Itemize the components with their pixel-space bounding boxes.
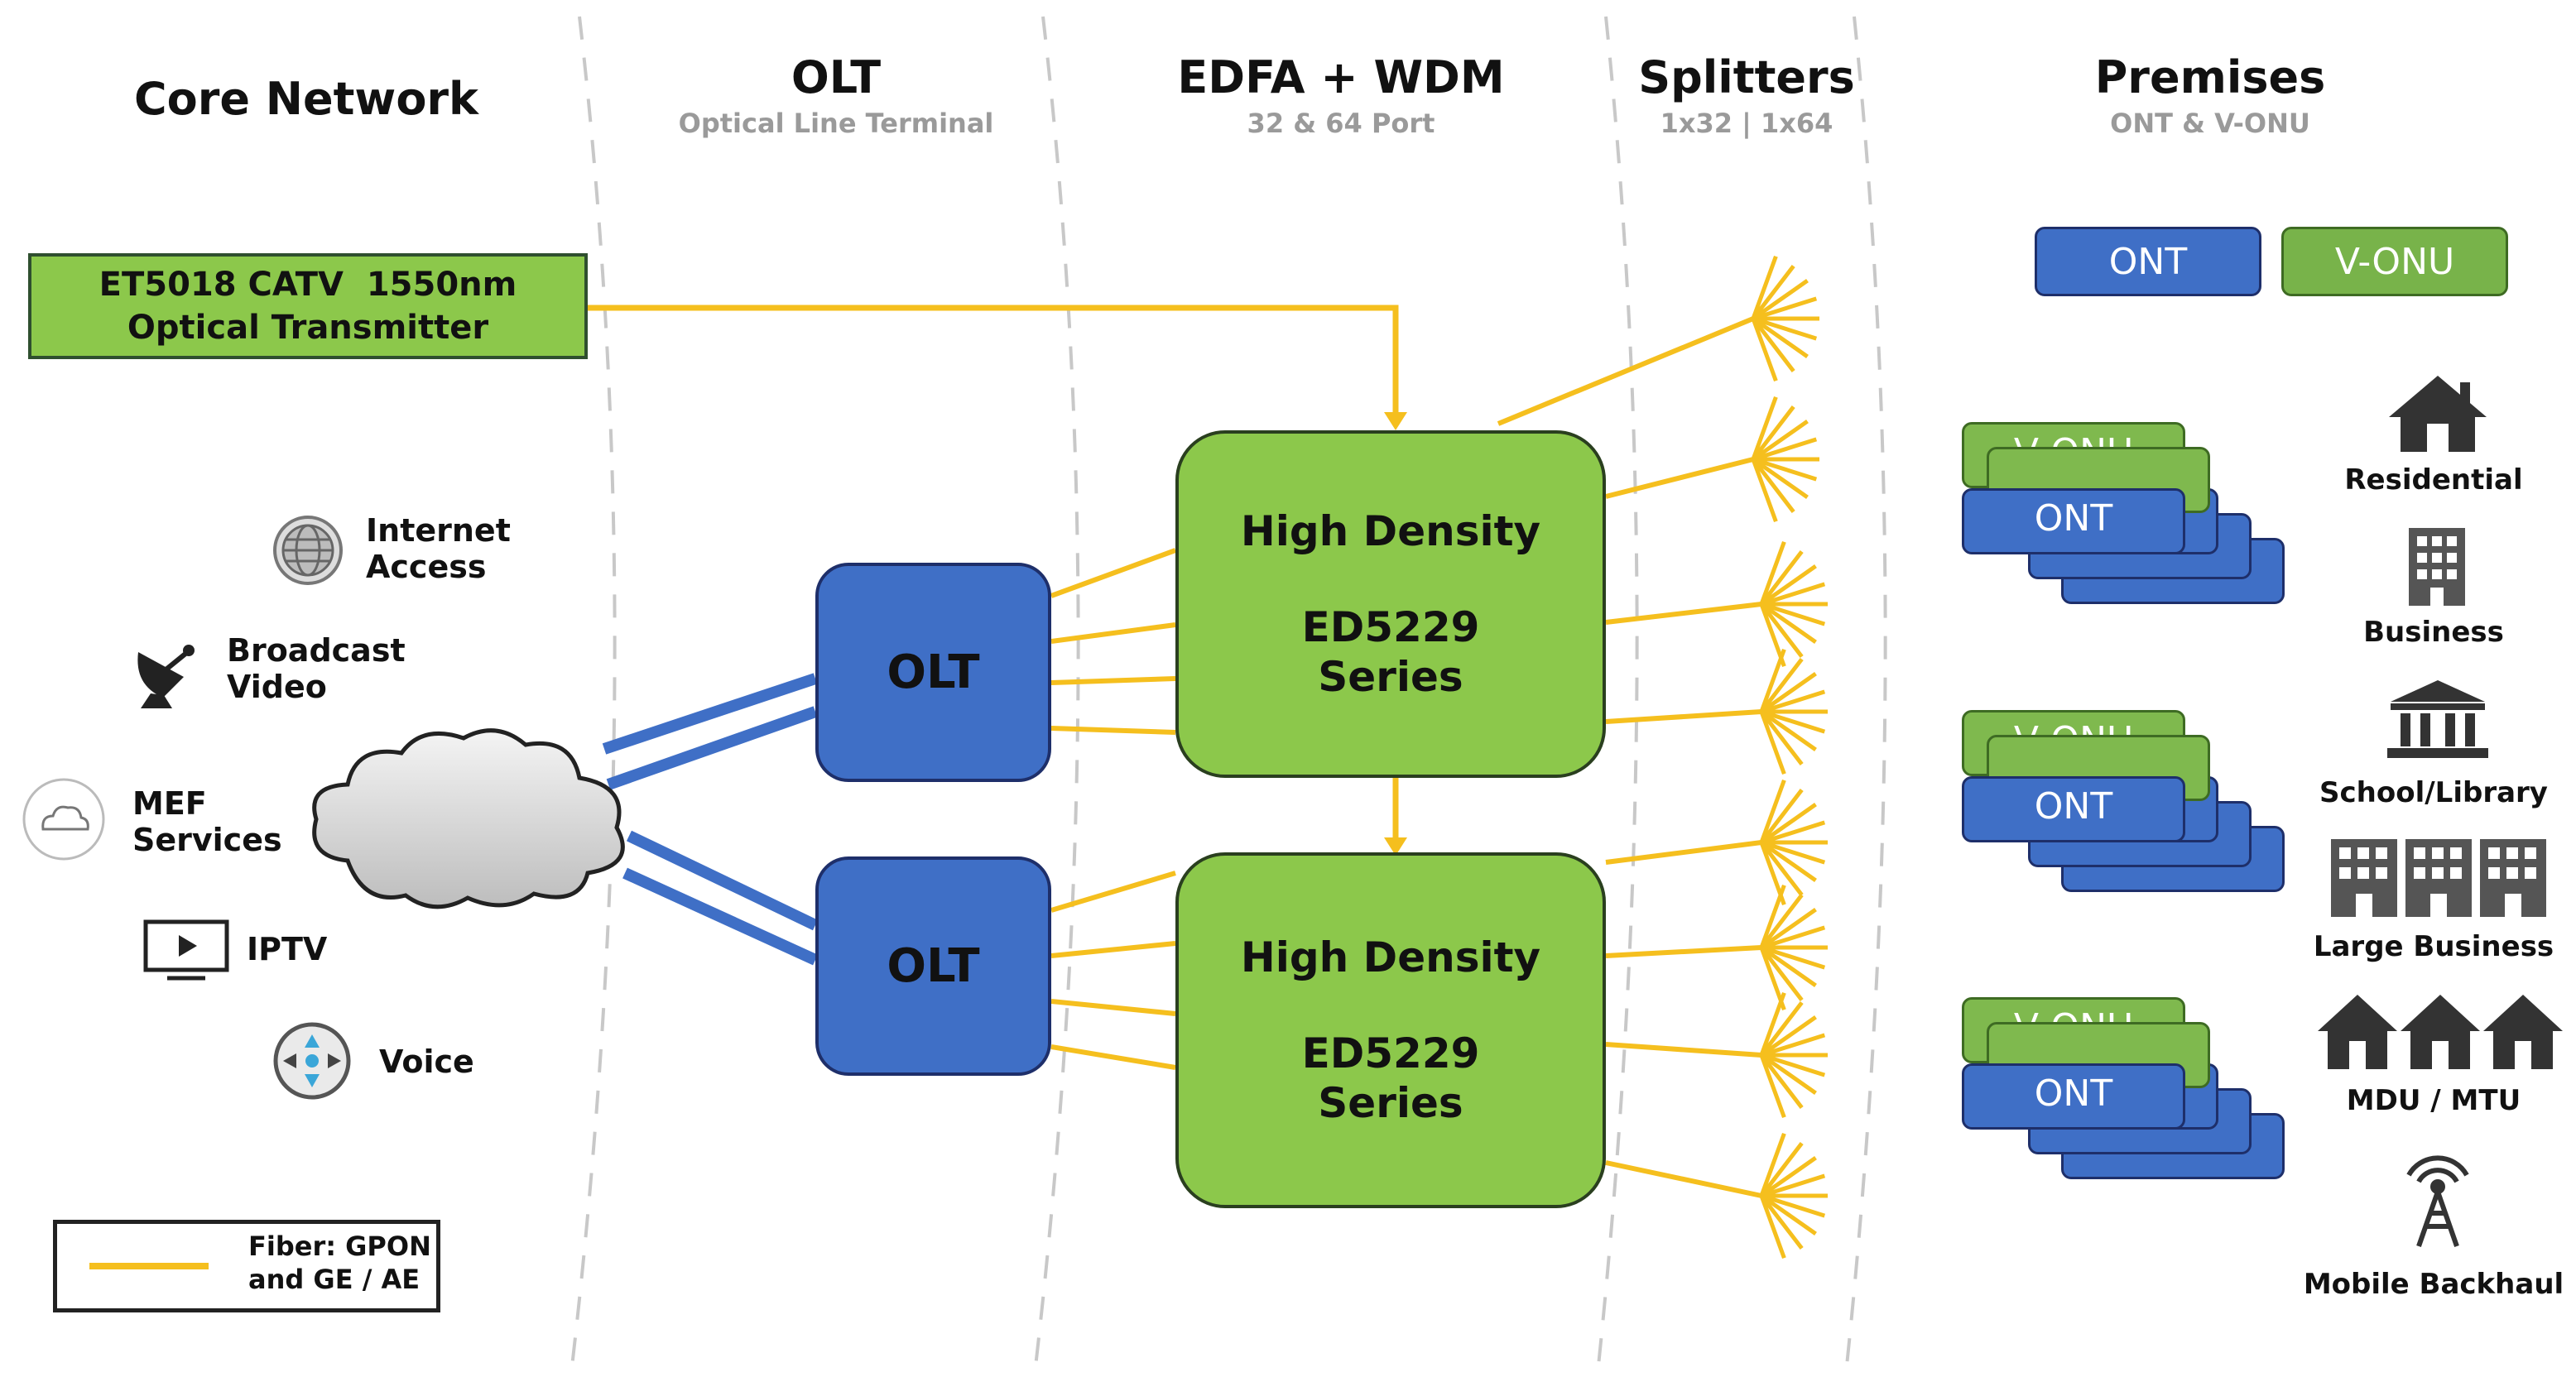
service-mef-label: MEF Services xyxy=(132,785,282,858)
vonu-badge: V-ONU xyxy=(2281,227,2508,296)
school-library-icon xyxy=(2384,677,2492,760)
column-title-edfa: EDFA + WDM xyxy=(1177,51,1505,103)
column-title-splitters: Splitters xyxy=(1638,51,1855,103)
catv-feed xyxy=(588,305,1399,418)
service-mef-line2: Services xyxy=(132,821,282,858)
service-mef-line1: MEF xyxy=(132,785,207,822)
splitter-fans xyxy=(1751,255,1828,1259)
large-business-icon xyxy=(2328,834,2551,920)
service-voice-label: Voice xyxy=(379,1044,474,1080)
cell-tower-icon xyxy=(2401,1150,2475,1250)
legend-line2: and GE / AE xyxy=(248,1264,421,1295)
service-internet-line2: Access xyxy=(366,548,487,585)
column-subtitle-splitters: 1x32 | 1x64 xyxy=(1660,108,1833,139)
premise-business-label: Business xyxy=(2363,616,2504,649)
splitter-fan xyxy=(1759,648,1828,775)
legend-line1: Fiber: GPON xyxy=(248,1231,431,1262)
edfa-top-line2: ED5229 xyxy=(1301,603,1480,651)
ont-badge: ONT xyxy=(2035,227,2261,296)
legend xyxy=(53,1220,440,1312)
office-building-icon xyxy=(2404,525,2470,607)
splitter-fan xyxy=(1759,1132,1828,1259)
olt-uplinks xyxy=(602,673,819,966)
splitter-fan xyxy=(1759,991,1828,1119)
catv-transmitter: ET5018 CATV 1550nm Optical Transmitter xyxy=(28,253,588,359)
premises-stack-3: V-ONU ONT xyxy=(1962,997,2293,1229)
olt-top: OLT xyxy=(815,563,1051,782)
column-subtitle-olt: Optical Line Terminal xyxy=(678,108,994,139)
splitter-fan xyxy=(1751,255,1819,382)
edfa-top-line3: Series xyxy=(1318,653,1463,701)
edfa-interlink-arrow xyxy=(1384,837,1407,856)
splitter-fan xyxy=(1759,779,1828,906)
splitter-fan xyxy=(1759,540,1828,668)
stack-ont-card: ONT xyxy=(1962,1063,2185,1130)
column-separators xyxy=(570,16,1887,1375)
stack-ont-label: ONT xyxy=(2034,497,2113,540)
edfa-to-splitter-fibers xyxy=(1497,316,1762,1198)
edfa-top: High Density ED5229 Series xyxy=(1175,430,1606,778)
multi-dwelling-icon xyxy=(2316,990,2564,1072)
stack-ont-card: ONT xyxy=(1962,776,2185,842)
tv-icon xyxy=(142,919,230,983)
column-title-premises: Premises xyxy=(2094,51,2326,103)
column-subtitle-edfa: 32 & 64 Port xyxy=(1247,108,1435,139)
house-icon xyxy=(2384,371,2492,453)
stack-ont-label: ONT xyxy=(2034,785,2113,828)
stack-ont-label: ONT xyxy=(2034,1072,2113,1115)
splitter-fan xyxy=(1751,396,1819,523)
edfa-bottom-line3: Series xyxy=(1318,1079,1463,1127)
separator-2 xyxy=(1033,16,1080,1375)
service-broadcast-line1: Broadcast xyxy=(227,632,406,669)
edfa-bottom: High Density ED5229 Series xyxy=(1175,852,1606,1208)
cloud-icon xyxy=(18,778,109,861)
stack-ont-card: ONT xyxy=(1962,488,2185,554)
olt-bottom: OLT xyxy=(815,856,1051,1076)
service-internet-label: Internet Access xyxy=(366,512,511,585)
premises-stack-1: V-ONU ONT xyxy=(1962,422,2293,654)
transmitter-line2: Optical Transmitter xyxy=(127,309,489,347)
edfa-top-line1: High Density xyxy=(1240,507,1541,555)
edfa-bottom-line1: High Density xyxy=(1240,933,1541,981)
transmitter-line1: ET5018 CATV 1550nm xyxy=(99,266,517,304)
premise-residential-label: Residential xyxy=(2344,463,2523,497)
globe-icon xyxy=(267,513,349,588)
column-title-core-network: Core Network xyxy=(134,73,478,125)
catv-arrow xyxy=(1384,412,1407,430)
splitter-fan xyxy=(1759,884,1828,1011)
phone-switch-icon xyxy=(267,1020,358,1102)
separator-4 xyxy=(1844,16,1887,1375)
core-cloud xyxy=(298,720,646,919)
premise-school-library-label: School/Library xyxy=(2319,776,2548,809)
premises-stack-2: V-ONU ONT xyxy=(1962,710,2293,942)
olt-to-edfa-fibers xyxy=(1050,548,1177,1070)
service-broadcast-line2: Video xyxy=(227,668,327,705)
column-subtitle-premises: ONT & V-ONU xyxy=(2110,108,2310,139)
separator-1 xyxy=(570,16,617,1375)
premise-large-business-label: Large Business xyxy=(2313,930,2554,963)
premise-mobile-backhaul-label: Mobile Backhaul xyxy=(2303,1268,2564,1301)
service-broadcast-label: Broadcast Video xyxy=(227,632,406,705)
premise-mdu-mtu-label: MDU / MTU xyxy=(2346,1084,2521,1117)
column-title-olt: OLT xyxy=(791,51,882,103)
edfa-bottom-line2: ED5229 xyxy=(1301,1029,1480,1077)
separator-3 xyxy=(1596,16,1639,1375)
satellite-dish-icon xyxy=(126,636,217,710)
service-internet-line1: Internet xyxy=(366,512,511,549)
legend-label: Fiber: GPON and GE / AE xyxy=(248,1230,431,1296)
service-iptv-label: IPTV xyxy=(247,931,328,967)
